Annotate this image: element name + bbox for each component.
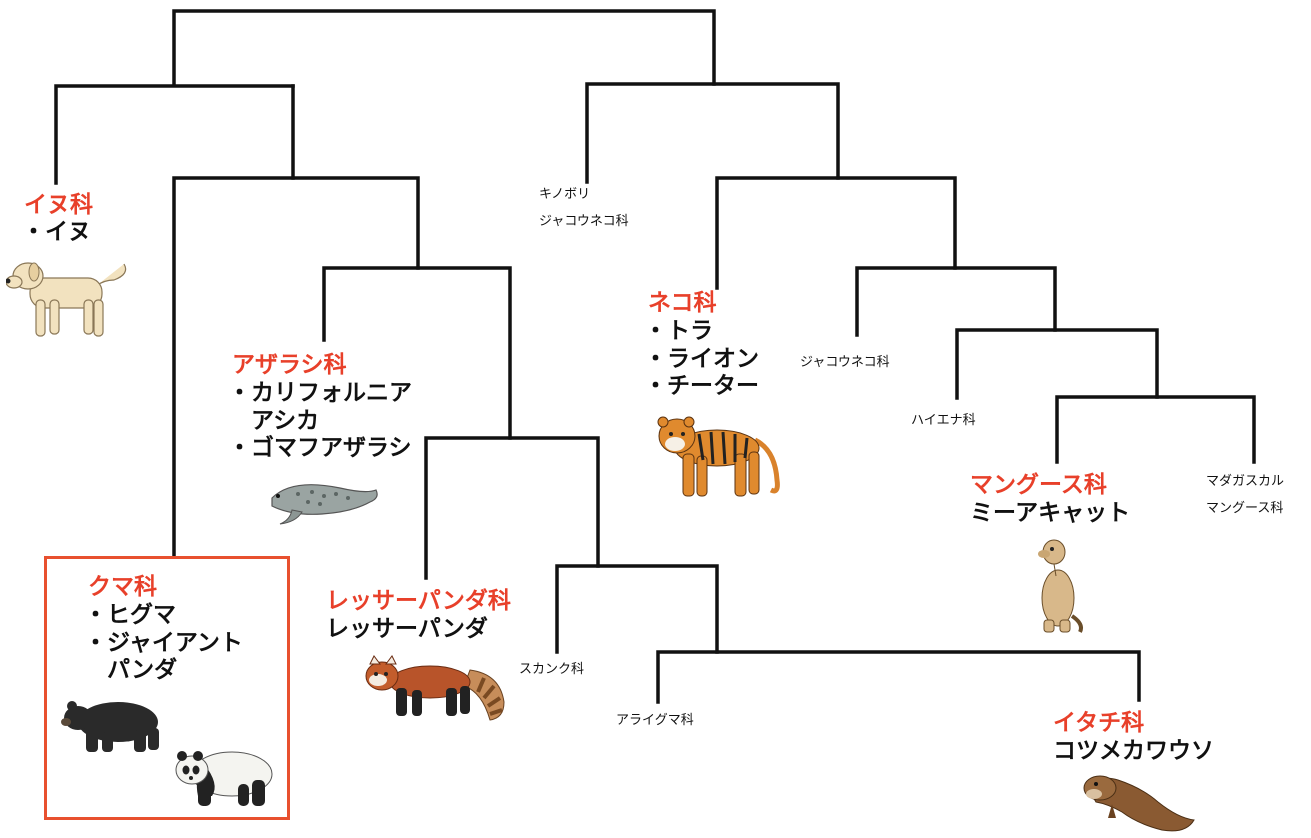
branch-root [172, 9, 716, 86]
species-otter: コツメカワウソ [1053, 738, 1214, 764]
label-mustelidae: イタチ科 [1053, 710, 1145, 736]
otter-illustration [1083, 775, 1195, 832]
species-dog: イヌ [22, 219, 91, 247]
label-canidae: イヌ科 [24, 192, 93, 218]
label-hyaenidae: ハイエナ科 [911, 413, 976, 428]
dog-illustration [6, 262, 127, 337]
branch-herpestid-split [1055, 395, 1256, 464]
felid-species-list: トラ ライオン チーター [644, 318, 759, 401]
branch-procyonid-mustelid [656, 650, 1141, 704]
species-cheetah: チーター [644, 373, 759, 401]
label-skunk: スカンク科 [519, 662, 585, 677]
species-tiger: トラ [644, 318, 759, 346]
red-panda-illustration [365, 655, 505, 721]
label-pinnipeds: アザラシ科 [232, 352, 347, 378]
label-viverridae: ジャコウネコ科 [800, 355, 890, 370]
branch-ailurid-split [424, 436, 600, 580]
species-brown-bear: ヒグマ [84, 602, 243, 630]
tiger-illustration [657, 416, 780, 497]
meerkat-illustration [1038, 539, 1083, 633]
branch-musteloidea [555, 564, 719, 654]
label-eupleridae: マダガスカル [1206, 474, 1285, 489]
ursid-species-list: ヒグマ ジャイアント パンダ [84, 602, 243, 685]
branch-hyaenid-split [955, 328, 1159, 400]
species-meerkat: ミーアキャット [970, 500, 1131, 526]
canidae-species-list: イヌ [22, 219, 91, 247]
branch-felid-split [715, 176, 957, 290]
label-felidae: ネコ科 [648, 290, 717, 316]
species-spotted-seal: ゴマフアザラシ [228, 435, 412, 463]
species-lion: ライオン [644, 346, 759, 374]
label-herpestidae: マングース科 [970, 472, 1107, 498]
pinniped-species-list: カリフォルニア アシカ ゴマフアザラシ [228, 380, 412, 463]
branch-caniformia [54, 84, 295, 185]
species-california-sea-lion: カリフォルニア [228, 380, 412, 408]
label-nandiniidae-cont: ジャコウネコ科 [539, 214, 629, 229]
seal-illustration [271, 484, 378, 525]
species-giant-panda-cont: パンダ [107, 657, 178, 684]
ursidae-highlight-box [44, 556, 290, 820]
black-bear-illustration [61, 701, 159, 752]
label-ursidae: クマ科 [88, 574, 157, 600]
label-nandiniidae: キノボリ [539, 187, 591, 202]
label-eupleridae-cont: マングース科 [1206, 501, 1284, 516]
branch-pinniped-split [322, 266, 512, 440]
label-raccoon: アライグマ科 [616, 713, 694, 728]
species-red-panda: レッサーパンダ [326, 616, 488, 642]
giant-panda-illustration [175, 751, 273, 806]
species-giant-panda: ジャイアント [84, 630, 243, 658]
branch-bears-split [172, 176, 420, 557]
branch-feliformia [585, 82, 840, 184]
species-california-sea-lion-cont: アシカ [251, 407, 320, 434]
branch-viverrid-split [855, 266, 1057, 337]
label-ailuridae: レッサーパンダ科 [326, 588, 511, 614]
